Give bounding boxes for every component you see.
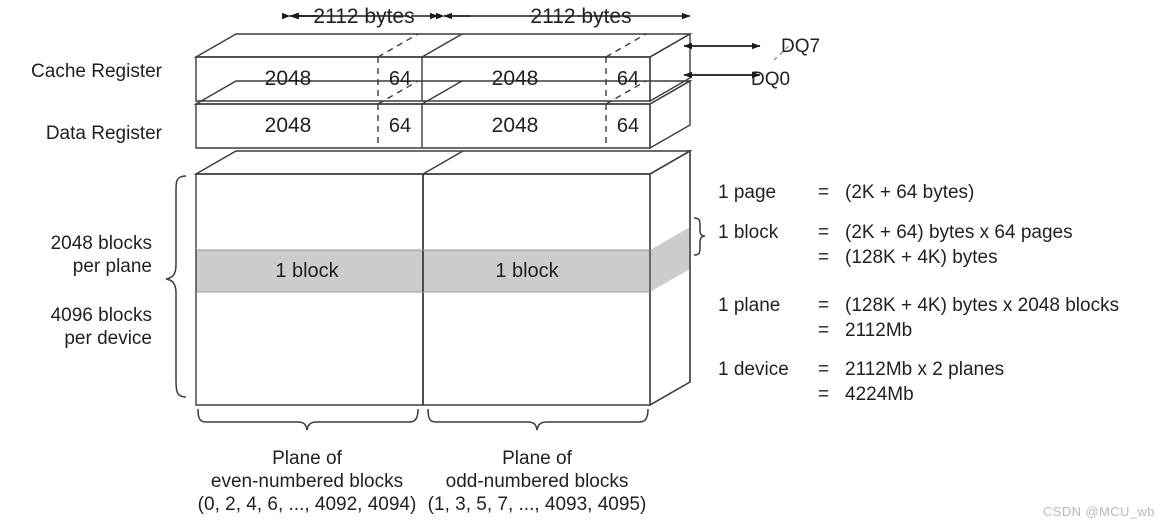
cache-register-cell-main-left: 2048 bbox=[264, 67, 312, 90]
spec-value-device-0: 2112Mb x 2 planes bbox=[845, 359, 1005, 380]
spec-term-block: 1 block bbox=[718, 222, 779, 243]
cache-register-cell-spare-right: 64 bbox=[616, 68, 640, 90]
block-callout-brace bbox=[693, 217, 706, 256]
dq0-label: DQ0 bbox=[751, 69, 791, 90]
dq7-label: DQ7 bbox=[781, 36, 821, 57]
blocks-per-device-line1: 4096 blocks bbox=[50, 305, 152, 326]
plane-braces bbox=[197, 408, 649, 431]
plane-even-line1: Plane of bbox=[272, 448, 342, 469]
spec-eq-device-0: = bbox=[818, 359, 830, 380]
spec-eq-block-0: = bbox=[818, 222, 830, 243]
spec-value-device-1: 4224Mb bbox=[845, 384, 914, 405]
spec-eq-plane-1: = bbox=[818, 320, 830, 341]
spec-term-page: 1 page bbox=[718, 182, 777, 203]
block-band-label-left-plane: 1 block bbox=[275, 260, 339, 282]
spec-value-plane-0: (128K + 4K) bytes x 2048 blocks bbox=[845, 295, 1120, 316]
cache-register-label: Cache Register bbox=[31, 61, 162, 82]
data-register-label: Data Register bbox=[45, 123, 162, 144]
top-dimension-label-left: 2112 bytes bbox=[313, 5, 415, 28]
cache-register-shape bbox=[193, 32, 693, 103]
cache-register-cell-spare-left: 64 bbox=[388, 68, 412, 90]
watermark-label: CSDN @MCU_wb bbox=[1043, 504, 1155, 519]
spec-eq-device-1: = bbox=[818, 384, 830, 405]
data-register-cell-spare-left: 64 bbox=[388, 115, 412, 137]
dq-arrow-lines bbox=[683, 42, 761, 79]
left-capacity-brace bbox=[165, 175, 187, 398]
spec-term-plane: 1 plane bbox=[718, 295, 781, 316]
cache-register-cell-main-right: 2048 bbox=[491, 67, 539, 90]
blocks-per-plane-line2: per plane bbox=[72, 256, 152, 277]
spec-value-block-0: (2K + 64) bytes x 64 pages bbox=[845, 222, 1073, 243]
block-band-right-face bbox=[650, 227, 690, 292]
block-band-label-right-plane: 1 block bbox=[495, 260, 559, 282]
blocks-per-plane-line1: 2048 blocks bbox=[50, 233, 152, 254]
data-register-cell-main-left: 2048 bbox=[264, 114, 312, 137]
data-register-shape bbox=[193, 79, 693, 150]
spec-eq-block-1: = bbox=[818, 247, 830, 268]
data-register-cell-spare-right: 64 bbox=[616, 115, 640, 137]
blocks-per-device-line2: per device bbox=[64, 328, 152, 349]
spec-value-page-0: (2K + 64 bytes) bbox=[845, 182, 975, 203]
top-dimension-label-right: 2112 bytes bbox=[530, 5, 632, 28]
spec-eq-plane-0: = bbox=[818, 295, 830, 316]
spec-value-plane-1: 2112Mb bbox=[845, 320, 913, 341]
plane-odd-line1: Plane of bbox=[502, 448, 572, 469]
plane-odd-line2: odd-numbered blocks bbox=[445, 471, 629, 492]
spec-value-block-1: (128K + 4K) bytes bbox=[845, 247, 998, 268]
plane-even-line2: even-numbered blocks bbox=[210, 471, 404, 492]
spec-eq-page-0: = bbox=[818, 182, 830, 203]
plane-even-line3: (0, 2, 4, 6, ..., 4092, 4094) bbox=[197, 494, 417, 515]
plane-odd-line3: (1, 3, 5, 7, ..., 4093, 4095) bbox=[427, 494, 647, 515]
data-register-cell-main-right: 2048 bbox=[491, 114, 539, 137]
spec-term-device: 1 device bbox=[718, 359, 789, 380]
